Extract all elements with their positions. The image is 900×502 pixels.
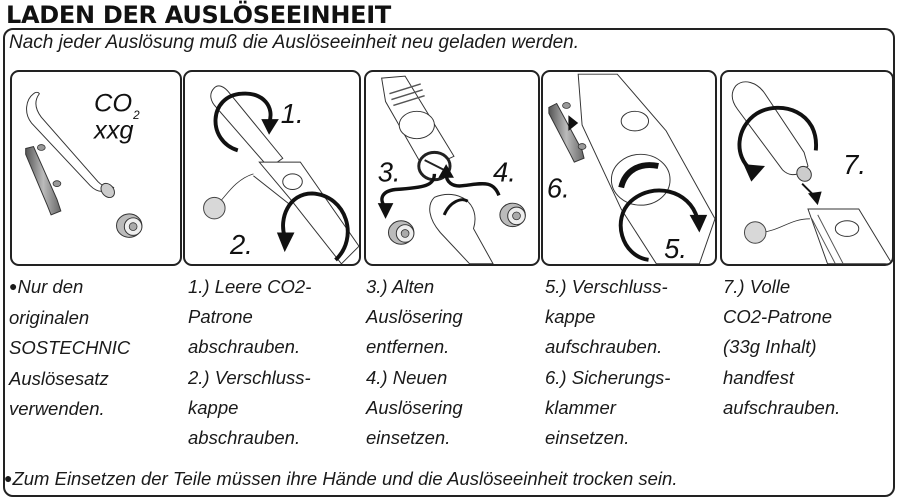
instructions-steps-3-4: 3.) Alten Auslösering entfernen. 4.) Neu… [366,276,463,449]
arrow-head-icon [689,214,708,233]
pull-ball-icon [203,196,226,220]
arrow-head-icon [261,119,279,135]
bullet-icon: ● [9,278,18,294]
insert-arrow-icon [444,173,501,197]
step-label-1: 1. [281,98,304,129]
safety-clip-icon [25,144,62,216]
instructions-step-7: 7.) Volle CO2-Patrone (33g Inhalt) handf… [723,276,841,418]
footer-text: Zum Einsetzen der Teile müssen ihre Händ… [12,468,678,489]
step-label-6: 6. [547,172,570,203]
instructions-steps-5-6: 5.) Verschluss- kappe aufschrauben. 6.) … [545,276,671,449]
rotate-arrow-icon [281,191,350,262]
release-unit-icon [577,73,715,264]
intro-text: Nach jeder Auslösung muß die Auslöseeinh… [9,32,580,53]
remove-arrow-icon [380,173,437,209]
pull-ball-icon [743,221,767,244]
panel-steps-3-4: 3. 4. [364,70,540,266]
screw-cap-illustration: 6. 5. [547,73,715,264]
cap-icon [429,193,494,264]
step-label-4: 4. [493,157,516,188]
step-label-5: 5. [664,233,687,264]
note-original-parts: ●Nur den originalen SOSTECHNIC Auslösesa… [9,276,131,419]
step-label-2: 2. [229,229,253,260]
full-cartridge-illustration: 7. [731,81,892,264]
step-label-7: 7. [843,149,866,180]
panel-steps-1-2: 1. 2. [183,70,361,266]
rotate-arrow-icon [737,105,818,172]
release-ring-illustration: 3. 4. [377,75,526,264]
old-release-ring-icon [387,220,415,245]
rotate-arrow-icon [213,91,273,153]
arrow-head-icon [743,164,765,182]
insert-arrow-icon [807,191,822,206]
instructions-steps-1-2: 1.) Leere CO2- Patrone abschrauben. 2.) … [188,276,312,449]
unscrew-illustration: 1. 2. [203,85,359,264]
step-label-3: 3. [378,157,401,188]
arrow-head-icon [377,203,394,219]
safety-clip-icon [548,102,587,163]
release-ring-icon [116,213,143,238]
panel-step-7: 7. [720,70,894,266]
lanyard-icon [761,218,810,233]
bullet-icon: ● [4,470,13,486]
co2-cartridge-icon [26,91,115,199]
new-release-ring-icon [499,202,526,228]
footer-note: ●Zum Einsetzen der Teile müssen ihre Hän… [4,467,677,492]
insert-arrow-icon [568,115,579,131]
weight-label: xxg [92,117,134,145]
arrow-head-icon [438,164,454,178]
co2-cartridge-icon [731,81,812,182]
panel-parts-overview: CO 2 xxg [10,70,182,266]
panel-steps-5-6: 6. 5. [541,70,717,266]
instructions-frame [3,28,895,497]
page-title: LADEN DER AUSLÖSEEINHEIT [6,1,391,29]
arrow-head-icon [276,232,295,253]
parts-illustration: CO 2 xxg [25,89,143,238]
co2-label: CO [94,89,132,117]
lanyard-icon [217,173,254,204]
rotate-arrow-icon [618,188,700,262]
co2-subscript: 2 [132,109,140,122]
release-unit-icon [807,208,892,264]
release-unit-icon [253,161,359,264]
